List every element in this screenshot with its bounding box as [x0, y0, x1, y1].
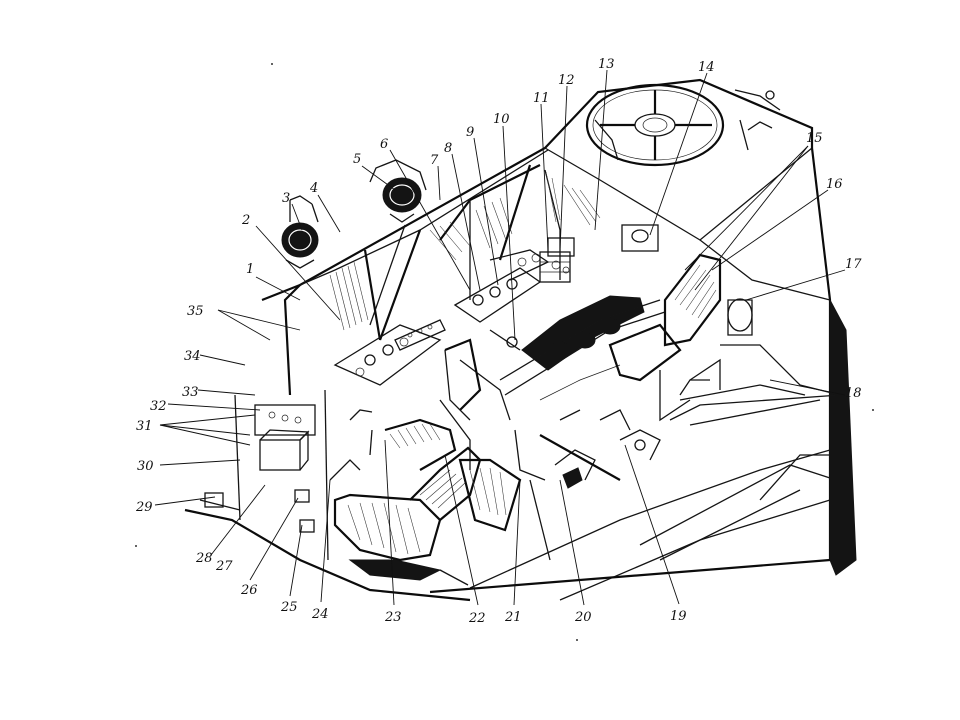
callout-8: 8: [444, 141, 452, 156]
roof-hatch: [585, 83, 781, 167]
callout-14: 14: [698, 60, 715, 75]
callout-26: 26: [240, 583, 258, 598]
callout-35: 35: [187, 304, 204, 319]
callout-10: 10: [493, 112, 510, 127]
hull-outline: [184, 78, 857, 602]
callout-6: 6: [380, 137, 388, 152]
callout-22: 22: [468, 611, 486, 626]
center-searchlight: [369, 159, 427, 223]
left-searchlight: [281, 195, 319, 269]
callout-4: 4: [309, 181, 318, 196]
floor-pedals-levers: [539, 409, 661, 489]
callout-25: 25: [280, 600, 298, 615]
callout-33: 33: [182, 385, 199, 400]
callout-16: 16: [826, 177, 843, 192]
callout-15: 15: [806, 131, 823, 146]
scan-specks: [135, 63, 874, 641]
driver-seat: [333, 446, 482, 586]
leader-lines: [154, 69, 846, 606]
callout-29: 29: [135, 500, 153, 515]
callout-31: 31: [136, 419, 153, 434]
rear-equipment: [621, 119, 841, 426]
windshield-frames: [283, 149, 601, 396]
callout-30: 30: [137, 459, 154, 474]
callout-2: 2: [241, 213, 250, 228]
callout-27: 27: [215, 559, 233, 574]
callout-17: 17: [845, 257, 862, 272]
left-control-box: [204, 404, 361, 533]
callout-34: 34: [184, 349, 201, 364]
callout-18: 18: [845, 386, 862, 401]
callout-12: 12: [558, 73, 575, 88]
callout-11: 11: [533, 91, 550, 106]
center-instrument-panel: [453, 249, 550, 323]
callout-5: 5: [353, 152, 361, 167]
callout-21: 21: [504, 610, 522, 625]
callout-20: 20: [574, 610, 592, 625]
callout-labels: 1 2 3 4 5 6 7 8 9 10 11 12 13 14 15 16 1…: [135, 57, 862, 626]
central-gun-assembly: [459, 295, 666, 421]
callout-24: 24: [311, 607, 329, 622]
crew-seat-center: [444, 338, 551, 561]
driver-instrument-panel: [333, 319, 446, 386]
callout-23: 23: [384, 610, 402, 625]
callout-1: 1: [246, 262, 254, 277]
callout-7: 7: [430, 153, 439, 168]
callout-28: 28: [195, 551, 213, 566]
callout-32: 32: [150, 399, 167, 414]
callout-19: 19: [670, 609, 687, 624]
callout-9: 9: [466, 125, 474, 140]
callout-3: 3: [282, 191, 290, 206]
callout-13: 13: [598, 57, 615, 72]
